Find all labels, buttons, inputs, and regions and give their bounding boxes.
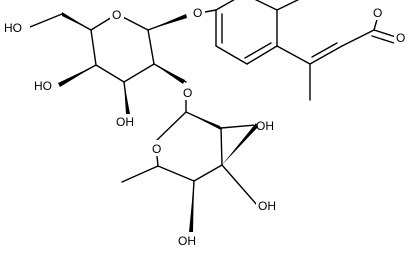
- bond-pyranone: [309, 45, 343, 65]
- bond-benzene: [254, 0, 278, 11]
- wedge-bond: [186, 112, 221, 130]
- label-o-glyco2: O: [183, 86, 192, 100]
- label-oh-fuc-c2: OH: [256, 119, 274, 133]
- bond-ring2: [220, 127, 223, 166]
- bond-ring2: [193, 164, 223, 182]
- label-o-carbonyl: O: [396, 31, 405, 45]
- bond-ring1: [90, 29, 97, 66]
- bond-ring1: [123, 63, 155, 83]
- bond-fuc-methyl: [121, 165, 159, 183]
- label-o-coumarin-ring: O: [373, 6, 382, 20]
- wedge-bond: [154, 64, 185, 84]
- label-o-ring1: O: [112, 8, 121, 22]
- wedge-bond: [222, 123, 258, 165]
- bond-carbonyl: [373, 29, 397, 38]
- label-ho-c4: HO: [34, 79, 52, 93]
- label-oh-c3: OH: [116, 115, 134, 129]
- bond-ring1: [90, 13, 118, 31]
- wedge-bond: [148, 14, 187, 30]
- bond-ch2oh: [29, 13, 63, 28]
- bond-benzene: [215, 45, 248, 65]
- bond-pyranone: [373, 15, 379, 31]
- bond-benzene: [246, 45, 278, 65]
- bond-pyranone: [276, 45, 311, 65]
- bond-ring1: [116, 13, 149, 31]
- wedge-bond: [62, 12, 91, 30]
- bond-ring2: [156, 155, 159, 167]
- bond-ring1: [95, 64, 125, 83]
- label-o-ring2: O: [152, 142, 161, 156]
- label-oh-fuc-c3: OH: [258, 199, 276, 213]
- bond-pyranone: [276, 0, 300, 11]
- wedge-bond: [189, 181, 194, 232]
- bond-ring2: [156, 111, 187, 141]
- bonds-group: [29, 0, 397, 233]
- bond-ring1: [147, 29, 155, 65]
- bond-fuc-oh: [221, 164, 258, 206]
- label-oh-fuc-c4: OH: [178, 234, 196, 248]
- bond-carbonyl: [371, 35, 395, 44]
- label-o-glyco1: O: [193, 6, 202, 20]
- bond-pyranone: [341, 29, 375, 47]
- bond-ring2: [157, 165, 195, 182]
- bond-fuc-oh: [220, 124, 257, 129]
- wedge-bond: [124, 82, 130, 114]
- bond-glycosidic: [204, 9, 217, 13]
- bond-benzene: [215, 0, 235, 11]
- label-ho-ch2oh: HO: [4, 21, 22, 35]
- bond-benzene: [244, 42, 272, 59]
- bond-pyranone: [311, 42, 338, 58]
- wedge-bond: [58, 65, 96, 87]
